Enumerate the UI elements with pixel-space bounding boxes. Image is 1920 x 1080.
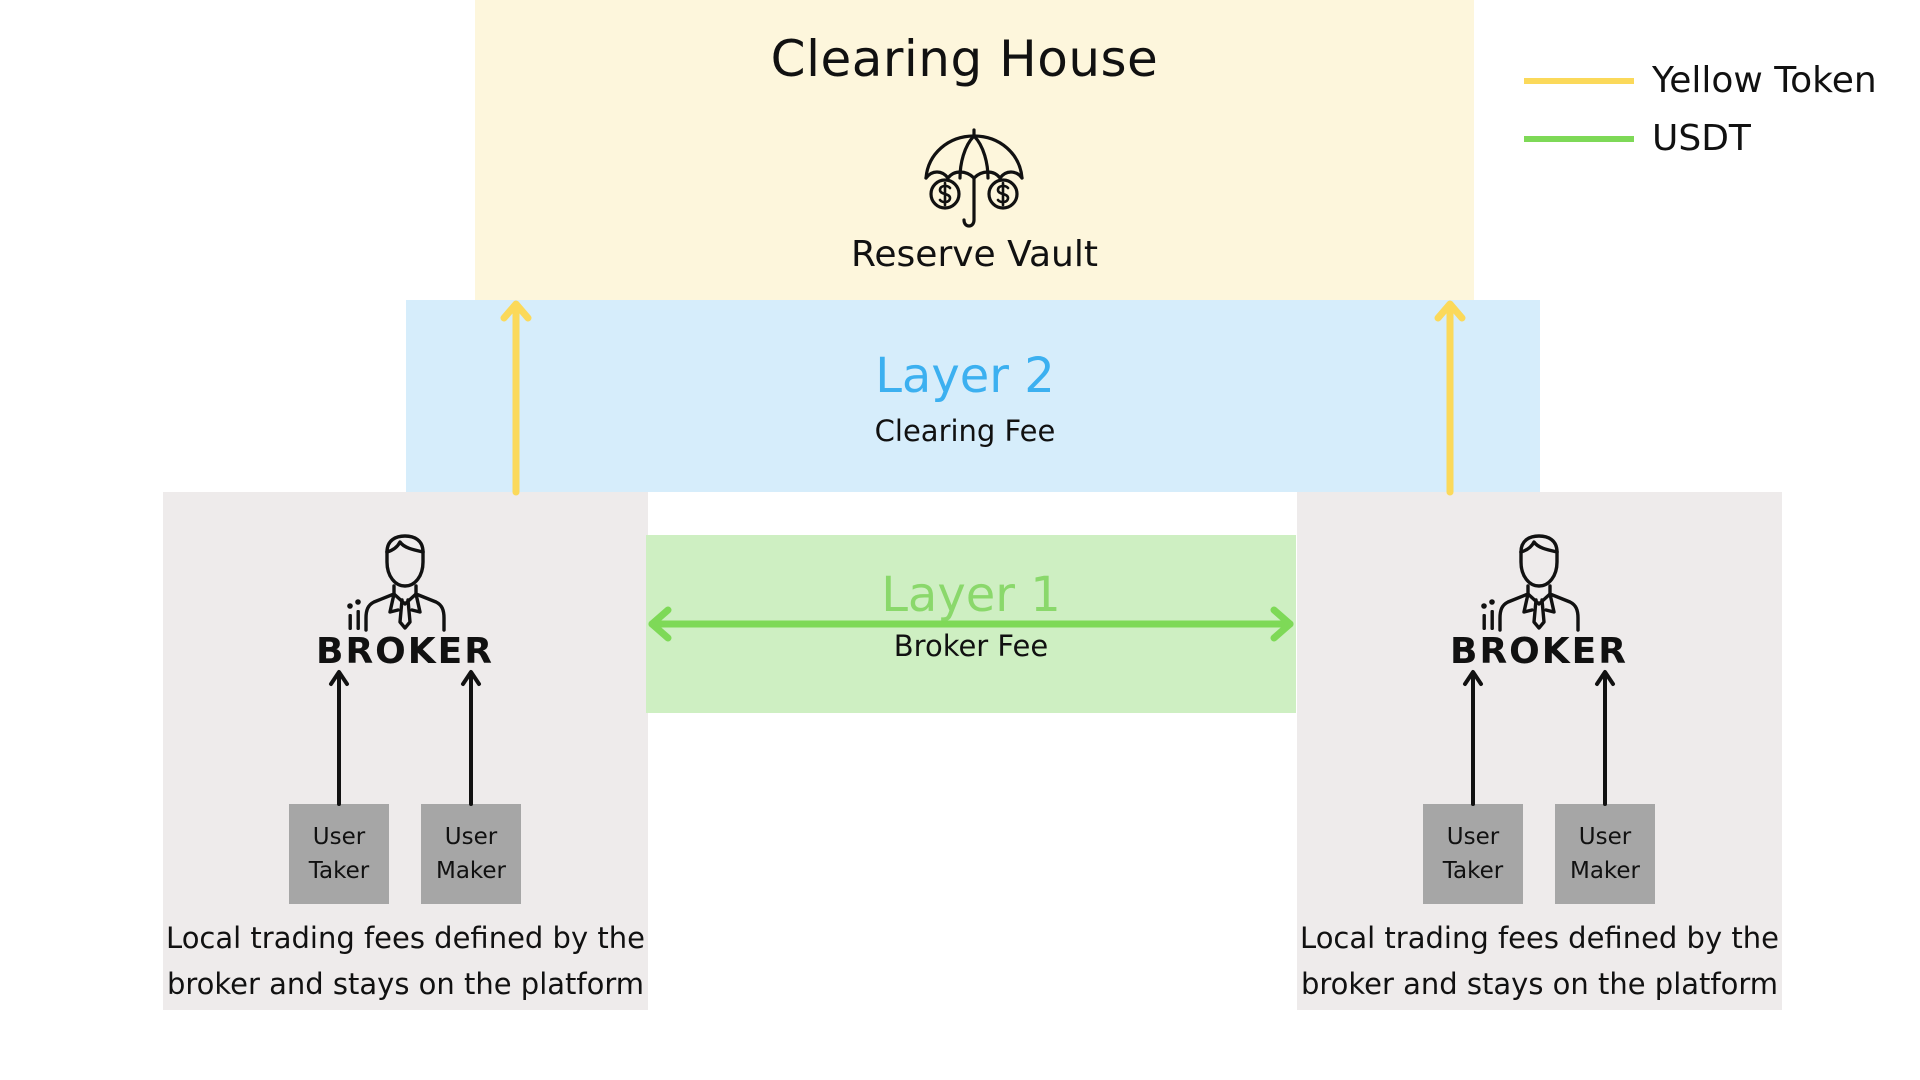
broker-panel-left [163, 492, 648, 1010]
clearing-house-title: Clearing House [770, 30, 1159, 88]
legend-usdt-swatch [1524, 136, 1634, 142]
user-maker-box-left: User Maker [421, 804, 521, 904]
user-box-line1: User [1446, 824, 1500, 850]
clearing-house-box [475, 0, 1474, 300]
umbrella-coins-icon [924, 128, 1024, 228]
user-box-line2: Taker [1442, 858, 1504, 884]
user-box-line1: User [1578, 824, 1632, 850]
broker-label-right: BROKER [1450, 631, 1628, 672]
user-taker-box-right: User Taker [1423, 804, 1523, 904]
description-line2: broker and stays on the platform [1300, 967, 1779, 1001]
layer2-title: Layer 2 [875, 348, 1055, 404]
legend-yellow-token-label: Yellow Token [1652, 60, 1877, 101]
description-line1: Local trading fees defined by the [1300, 921, 1779, 955]
layer1-box [646, 535, 1296, 713]
legend-usdt-label: USDT [1652, 118, 1751, 159]
local-fees-description-left: Local trading fees defined by the broker… [163, 915, 648, 1007]
user-maker-box-right: User Maker [1555, 804, 1655, 904]
broker-label-left: BROKER [316, 631, 494, 672]
legend-yellow-token-swatch [1524, 78, 1634, 84]
layer1-title: Layer 1 [881, 567, 1061, 623]
broker-panel-right [1297, 492, 1782, 1010]
layer2-subtitle: Clearing Fee [874, 414, 1056, 448]
user-box-line2: Maker [1569, 858, 1641, 884]
user-box-line1: User [444, 824, 498, 850]
user-box-line2: Maker [435, 858, 507, 884]
description-line1: Local trading fees defined by the [166, 921, 645, 955]
reserve-vault-label: Reserve Vault [851, 234, 1098, 275]
layer1-subtitle: Broker Fee [893, 629, 1049, 663]
user-taker-box-left: User Taker [289, 804, 389, 904]
layer2-box [406, 300, 1540, 492]
description-line2: broker and stays on the platform [166, 967, 645, 1001]
broker-person-icon [1481, 534, 1580, 632]
user-box-line1: User [312, 824, 366, 850]
broker-person-icon [347, 534, 446, 632]
local-fees-description-right: Local trading fees defined by the broker… [1297, 915, 1782, 1007]
user-box-line2: Taker [308, 858, 370, 884]
